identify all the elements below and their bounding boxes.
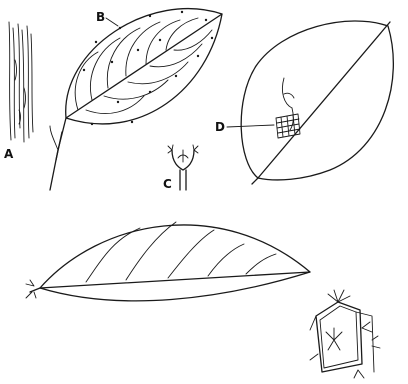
panel-d-leaf-drawing — [241, 21, 393, 184]
label-b: B — [96, 10, 105, 24]
label-d-leader-line — [227, 125, 274, 127]
label-a: A — [4, 147, 14, 161]
panel-a-bark-drawing — [9, 22, 33, 142]
label-d: D — [215, 120, 225, 134]
label-b-leader-line — [106, 18, 118, 26]
lower-leaf-drawing — [26, 222, 310, 301]
panel-b-leaf-drawing — [50, 9, 222, 190]
cell-detail-drawing — [310, 290, 380, 378]
label-c: C — [163, 177, 172, 191]
panel-c-bud-drawing — [168, 145, 198, 190]
